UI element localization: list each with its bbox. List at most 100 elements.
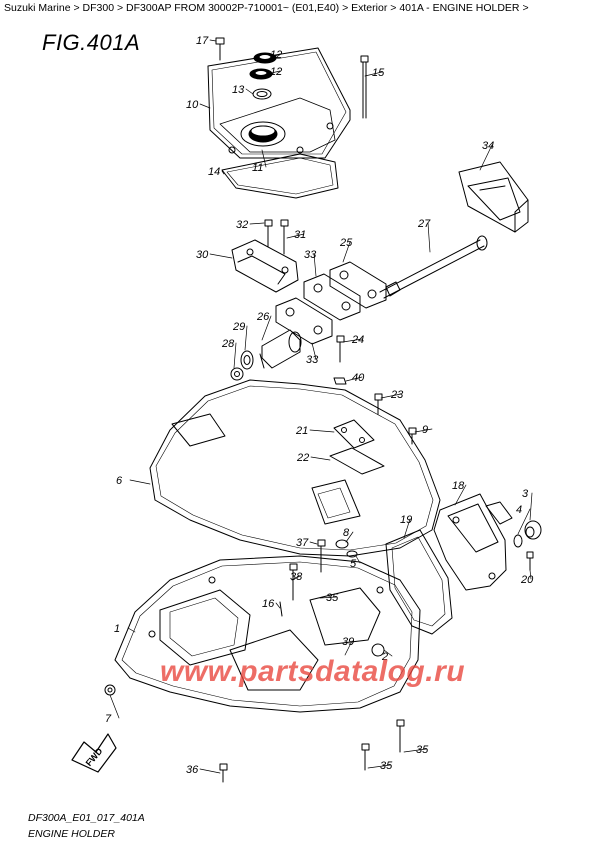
callout-28[interactable]: 28: [221, 338, 235, 350]
callout-37[interactable]: 37: [296, 537, 309, 549]
callout-18[interactable]: 18: [452, 480, 465, 492]
part-cover-10[interactable]: [207, 47, 351, 159]
callout-leader: [529, 569, 532, 580]
nut-40[interactable]: [333, 377, 347, 385]
callout-26[interactable]: 26: [256, 311, 270, 323]
callout-22[interactable]: 22: [296, 452, 309, 464]
bolt-20[interactable]: [526, 551, 534, 571]
callout-1[interactable]: 1: [114, 623, 120, 635]
gasket-19[interactable]: [385, 529, 453, 635]
callout-leader: [342, 338, 363, 343]
callout-35[interactable]: 35: [416, 744, 429, 756]
ring-13[interactable]: [252, 88, 272, 100]
callout-23[interactable]: 23: [390, 389, 404, 401]
damper-26[interactable]: [259, 329, 302, 369]
nut-28[interactable]: [230, 367, 244, 381]
callout-32[interactable]: 32: [236, 219, 248, 231]
callout-leader: [344, 640, 353, 656]
callout-leader: [403, 518, 411, 539]
ring-4[interactable]: [513, 534, 523, 548]
bolt-15[interactable]: [360, 55, 369, 119]
callout-36[interactable]: 36: [186, 764, 199, 776]
seal-22[interactable]: [329, 447, 385, 475]
gasket-6[interactable]: [149, 379, 441, 557]
callout-11[interactable]: 11: [252, 162, 263, 174]
callout-12[interactable]: 12: [270, 49, 282, 61]
bolt-37[interactable]: [317, 539, 326, 573]
washer-29[interactable]: [240, 350, 254, 370]
callout-40[interactable]: 40: [352, 372, 365, 384]
oring-5[interactable]: [346, 550, 358, 558]
breadcrumb-item-model[interactable]: DF300: [82, 2, 115, 14]
seal-12b[interactable]: [249, 68, 273, 80]
bolt-31[interactable]: [280, 219, 289, 255]
plate-33b[interactable]: [275, 297, 333, 345]
callout-leader: [199, 103, 211, 109]
cover-18[interactable]: [433, 493, 513, 591]
callout-leader: [233, 342, 237, 369]
callout-21[interactable]: 21: [295, 425, 308, 437]
callout-leader: [309, 429, 335, 433]
callout-14[interactable]: 14: [208, 166, 220, 178]
callout-leader: [311, 342, 317, 360]
callout-9[interactable]: 9: [422, 424, 428, 436]
callout-33[interactable]: 33: [304, 249, 317, 261]
callout-leader: [275, 602, 281, 609]
plate-25[interactable]: [329, 261, 387, 309]
bracket-34[interactable]: [458, 161, 529, 233]
callout-12[interactable]: 12: [270, 66, 282, 78]
callout-19[interactable]: 19: [400, 514, 412, 526]
callout-20[interactable]: 20: [520, 574, 534, 586]
callout-33[interactable]: 33: [306, 354, 319, 366]
callout-6[interactable]: 6: [116, 475, 123, 487]
bolt-38[interactable]: [289, 563, 298, 601]
callout-17[interactable]: 17: [196, 35, 209, 47]
callout-25[interactable]: 25: [339, 237, 353, 249]
callout-29[interactable]: 29: [232, 321, 245, 333]
callout-2[interactable]: 2: [381, 651, 388, 663]
callout-34[interactable]: 34: [482, 140, 494, 152]
pin-16[interactable]: [279, 601, 283, 617]
callout-16[interactable]: 16: [262, 598, 275, 610]
callout-5[interactable]: 5: [350, 558, 357, 570]
bolt-32[interactable]: [264, 219, 273, 249]
oring-8[interactable]: [335, 539, 349, 549]
callout-39[interactable]: 39: [342, 636, 354, 648]
callout-3[interactable]: 3: [522, 488, 529, 500]
bolt-35b[interactable]: [361, 743, 370, 771]
callout-35[interactable]: 35: [380, 760, 393, 772]
cap-3[interactable]: [524, 520, 542, 540]
callout-4[interactable]: 4: [516, 504, 522, 516]
plug-7[interactable]: [104, 684, 116, 696]
bolt-23[interactable]: [374, 393, 383, 415]
bolt-17[interactable]: [215, 37, 225, 61]
callout-15[interactable]: 15: [372, 67, 385, 79]
callout-leader: [261, 149, 267, 168]
shaft-27[interactable]: [379, 235, 488, 299]
callout-38[interactable]: 38: [290, 571, 303, 583]
bracket-30[interactable]: [231, 239, 299, 293]
callout-7[interactable]: 7: [105, 713, 112, 725]
seal-12a[interactable]: [253, 52, 277, 64]
bolt-24[interactable]: [336, 335, 345, 363]
breadcrumb-item-page[interactable]: 401A - ENGINE HOLDER: [399, 2, 520, 14]
callout-27[interactable]: 27: [417, 218, 431, 230]
callout-10[interactable]: 10: [186, 99, 199, 111]
plate-21[interactable]: [333, 419, 375, 449]
callout-30[interactable]: 30: [196, 249, 209, 261]
engine-holder-1[interactable]: [114, 555, 421, 713]
gasket-14[interactable]: [221, 153, 339, 199]
callout-35[interactable]: 35: [326, 592, 339, 604]
callout-13[interactable]: 13: [232, 84, 245, 96]
plate-33a[interactable]: [303, 273, 361, 321]
bolt-35a[interactable]: [396, 719, 405, 753]
callout-31[interactable]: 31: [294, 229, 306, 241]
callout-leader: [454, 484, 467, 506]
breadcrumb-item-category[interactable]: Exterior: [351, 2, 388, 14]
callout-24[interactable]: 24: [351, 334, 364, 346]
breadcrumb-item-variant[interactable]: DF300AP FROM 30002P-710001~ (E01,E40): [126, 2, 340, 14]
breadcrumb-item-brand[interactable]: Suzuki Marine: [4, 2, 71, 14]
callout-leader: [414, 428, 433, 433]
bolt-36[interactable]: [219, 763, 228, 783]
callout-8[interactable]: 8: [343, 527, 350, 539]
